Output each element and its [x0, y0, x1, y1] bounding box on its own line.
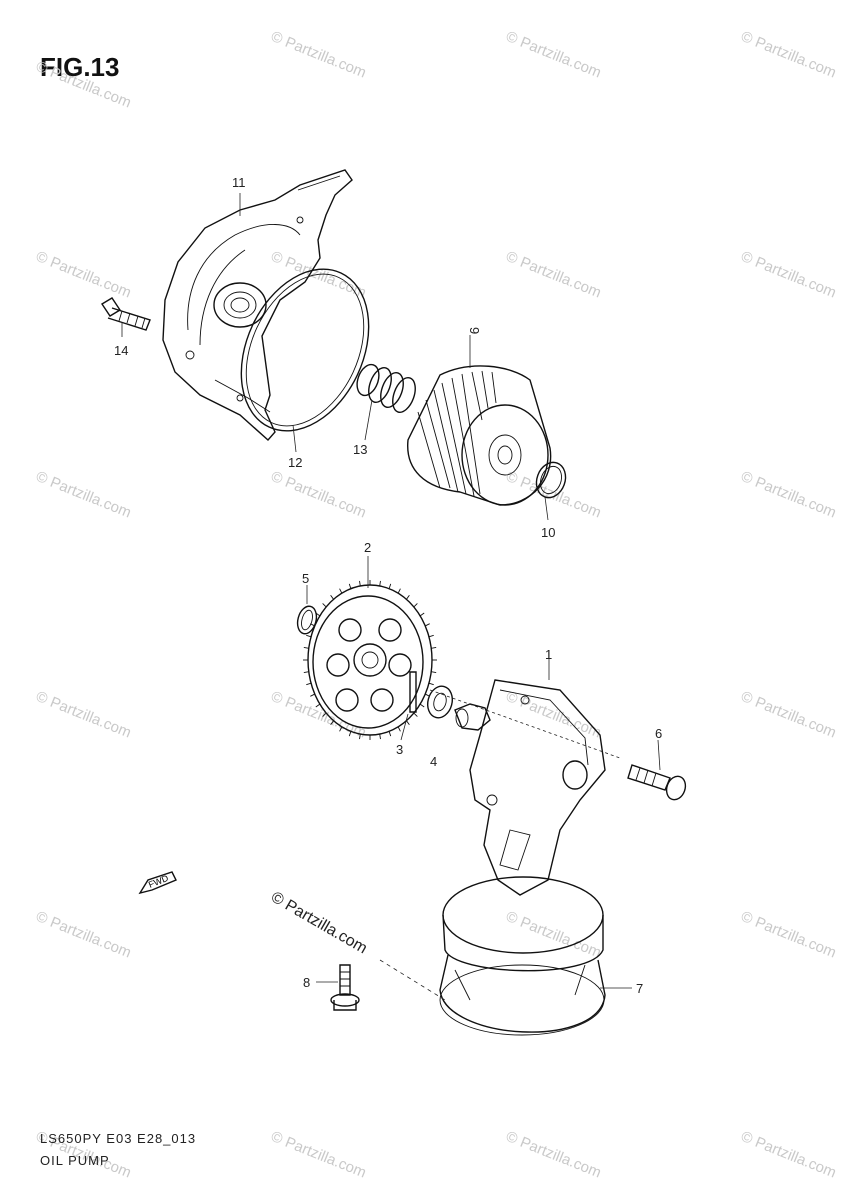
watermark: © Partzilla.com — [739, 1128, 839, 1182]
watermark-layer: © Partzilla.com © Partzilla.com © Partzi… — [34, 28, 839, 1182]
callout-14: 14 — [114, 343, 128, 358]
callout-4: 4 — [430, 754, 437, 769]
callout-12: 12 — [288, 455, 302, 470]
gear-tooth — [315, 703, 321, 708]
watermark: © Partzilla.com — [34, 688, 134, 742]
gear-tooth — [379, 734, 381, 740]
gear-tooth — [322, 712, 327, 717]
gear-tooth — [379, 580, 381, 586]
part-9-oil-filter — [407, 365, 552, 506]
gear-tooth — [315, 612, 321, 617]
callout-1: 1 — [545, 647, 552, 662]
gear-tooth — [359, 734, 361, 740]
callout-6: 6 — [655, 726, 662, 741]
watermark: © Partzilla.com — [269, 28, 369, 82]
part-7-strainer — [439, 876, 606, 1036]
watermark: © Partzilla.com — [504, 1128, 604, 1182]
watermark: © Partzilla.com — [34, 248, 134, 302]
part-12-o-ring — [240, 268, 370, 432]
gear-tooth — [306, 682, 312, 686]
gear-tooth — [339, 588, 343, 594]
watermark: © Partzilla.com — [269, 688, 369, 742]
gear-tooth — [406, 720, 410, 725]
watermark: © Partzilla.com — [739, 688, 839, 742]
gear-tooth — [431, 647, 437, 649]
gear-tooth — [419, 612, 425, 617]
part-1-oil-pump — [454, 679, 606, 896]
watermark: © Partzilla.com — [504, 688, 604, 742]
gear-tooth — [303, 647, 309, 649]
watermark: © Partzilla.com — [34, 58, 134, 112]
callout-11: 11 — [232, 175, 246, 190]
gear-tooth — [310, 623, 315, 627]
gear-tooth — [322, 603, 327, 608]
gear-tooth — [348, 731, 352, 737]
watermark: © Partzilla.com — [269, 468, 369, 522]
gear-tooth — [428, 634, 434, 638]
figure-code: LS650PY E03 E28_013 — [40, 1131, 197, 1146]
part-8-bolt — [330, 964, 360, 1011]
figure-title: FIG.13 — [40, 52, 120, 82]
part-4-washer — [426, 685, 454, 719]
gear-tooth — [330, 720, 334, 725]
callout-9: 9 — [467, 327, 482, 334]
part-3-pin — [409, 671, 417, 713]
figure-name: OIL PUMP — [40, 1153, 110, 1168]
watermark: © Partzilla.com — [504, 248, 604, 302]
callout-7: 7 — [636, 981, 643, 996]
leader-lines — [121, 193, 661, 1001]
gear-tooth — [306, 634, 312, 638]
part-10-o-ring — [535, 461, 567, 499]
gear-tooth — [303, 671, 309, 673]
watermark: © Partzilla.com — [34, 908, 134, 962]
gear-tooth — [431, 671, 437, 673]
gear-tooth — [428, 682, 434, 686]
part-13-spring — [356, 363, 416, 413]
callout-numbers: 1 2 3 4 5 6 7 8 9 10 11 12 13 14 — [114, 175, 662, 996]
callout-8: 8 — [303, 975, 310, 990]
watermark: © Partzilla.com — [269, 1128, 369, 1182]
gear-tooth — [397, 726, 401, 732]
gear-tooth — [419, 703, 425, 708]
gear-tooth — [425, 623, 430, 627]
gear-tooth — [406, 595, 410, 600]
main-watermark: © Partzilla.com — [268, 889, 370, 958]
gear-tooth — [397, 588, 401, 594]
gear-tooth — [388, 583, 392, 589]
watermark: © Partzilla.com — [739, 468, 839, 522]
watermark: © Partzilla.com — [504, 28, 604, 82]
gear-tooth — [413, 603, 418, 608]
watermark: © Partzilla.com — [504, 468, 604, 522]
gear-tooth — [310, 693, 315, 697]
part-5-circlip — [296, 605, 318, 635]
gear-tooth — [388, 731, 392, 737]
gear-tooth — [413, 712, 418, 717]
callout-2: 2 — [364, 540, 371, 555]
watermark: © Partzilla.com — [739, 248, 839, 302]
watermark: © Partzilla.com — [739, 28, 839, 82]
callout-13: 13 — [353, 442, 367, 457]
callout-5: 5 — [302, 571, 309, 586]
gear-tooth — [339, 726, 343, 732]
part-6-bolt — [627, 764, 687, 801]
watermark: © Partzilla.com — [34, 468, 134, 522]
gear-tooth — [330, 595, 334, 600]
callout-10: 10 — [541, 525, 555, 540]
callout-3: 3 — [396, 742, 403, 757]
watermark: © Partzilla.com — [269, 248, 369, 302]
gear-tooth — [359, 580, 361, 586]
gear-tooth — [348, 583, 352, 589]
part-14-bolt — [101, 297, 151, 331]
fwd-arrow-icon: FWD — [138, 871, 177, 895]
part-2-gear — [303, 580, 437, 740]
watermark: © Partzilla.com — [739, 908, 839, 962]
part-11-cover — [162, 169, 353, 441]
